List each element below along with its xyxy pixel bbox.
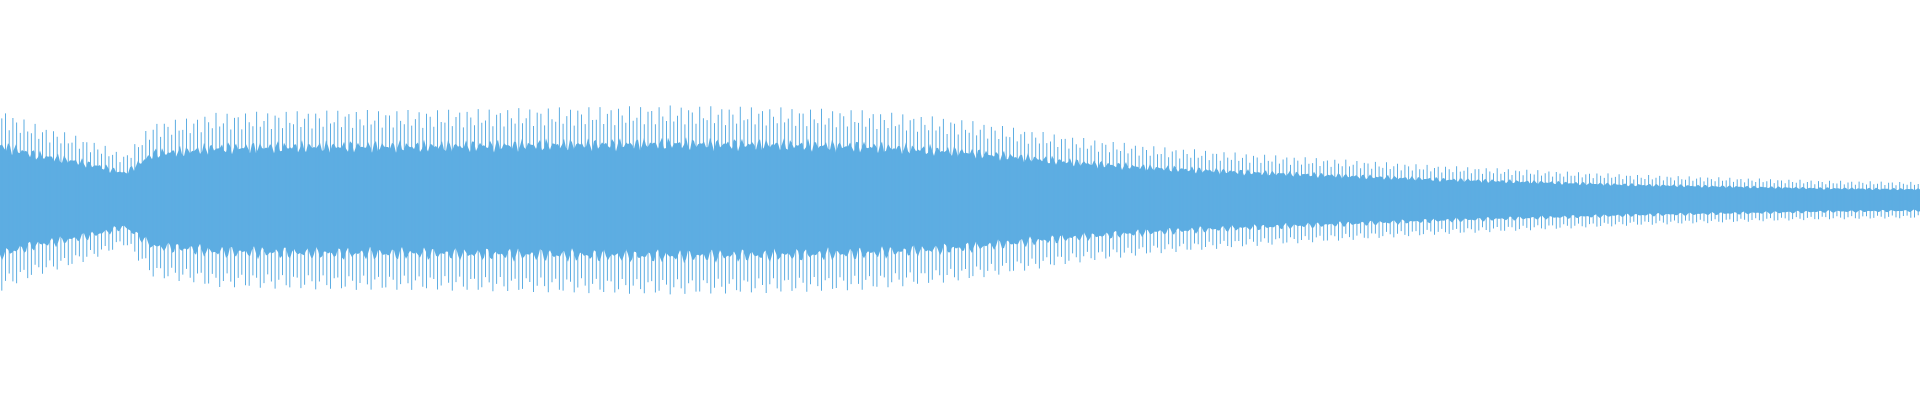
waveform-body <box>0 137 1920 263</box>
waveform-peaks <box>1 105 1919 295</box>
waveform-series <box>0 105 1920 295</box>
